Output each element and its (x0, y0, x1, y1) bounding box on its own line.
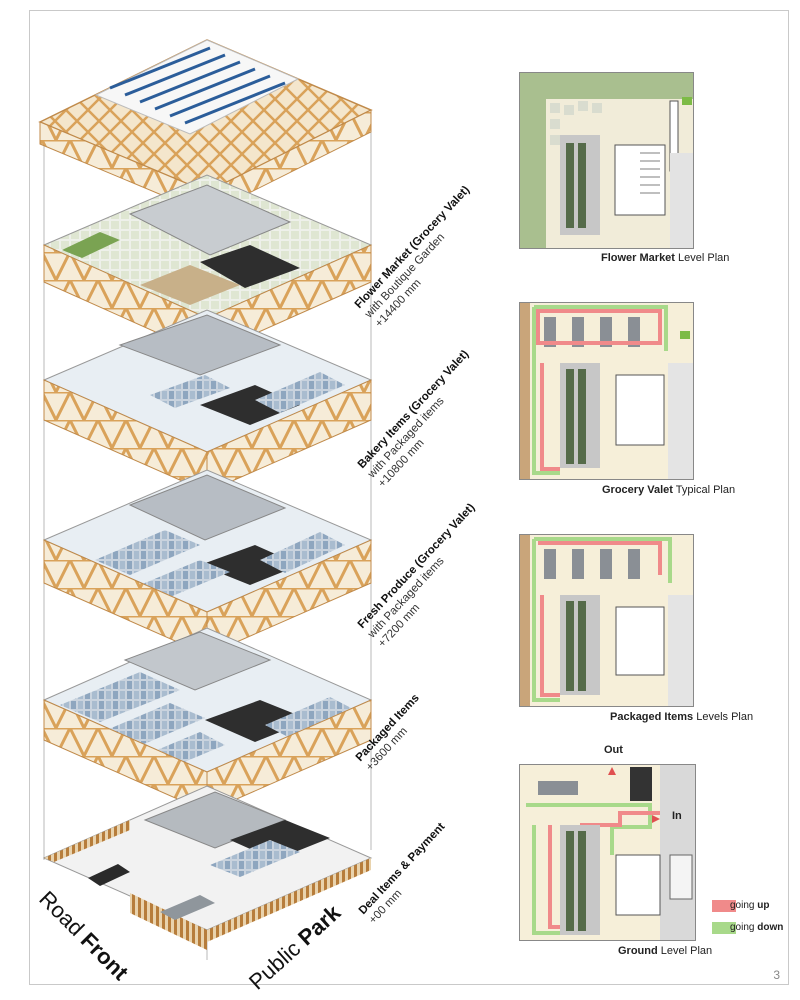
page-number: 3 (773, 968, 780, 982)
level-fresh-produce (42, 469, 373, 656)
page-frame (29, 10, 789, 985)
plan-ground (519, 764, 696, 941)
legend-up-label: going up (730, 900, 770, 911)
out-label: Out (604, 744, 623, 756)
legend-down-label: going down (730, 922, 784, 933)
roof-structure (38, 39, 373, 215)
plan-caption-packaged-items: Packaged Items Levels Plan (610, 711, 754, 723)
legend-down-swatch (712, 922, 736, 934)
level-packaged-items (42, 627, 373, 813)
plan-caption-grocery-valet: Grocery Valet Typical Plan (602, 484, 736, 496)
legend-up-swatch (712, 900, 736, 912)
level-bakery (42, 309, 373, 493)
plan-grocery-valet (519, 302, 694, 480)
in-label: In (672, 810, 682, 822)
plan-flower-market (519, 72, 694, 249)
plan-packaged-items (519, 534, 694, 707)
plan-caption-ground: Ground Level Plan (618, 945, 713, 957)
plan-caption-flower-market: Flower Market Level Plan (601, 252, 730, 264)
level-ground (42, 785, 373, 950)
